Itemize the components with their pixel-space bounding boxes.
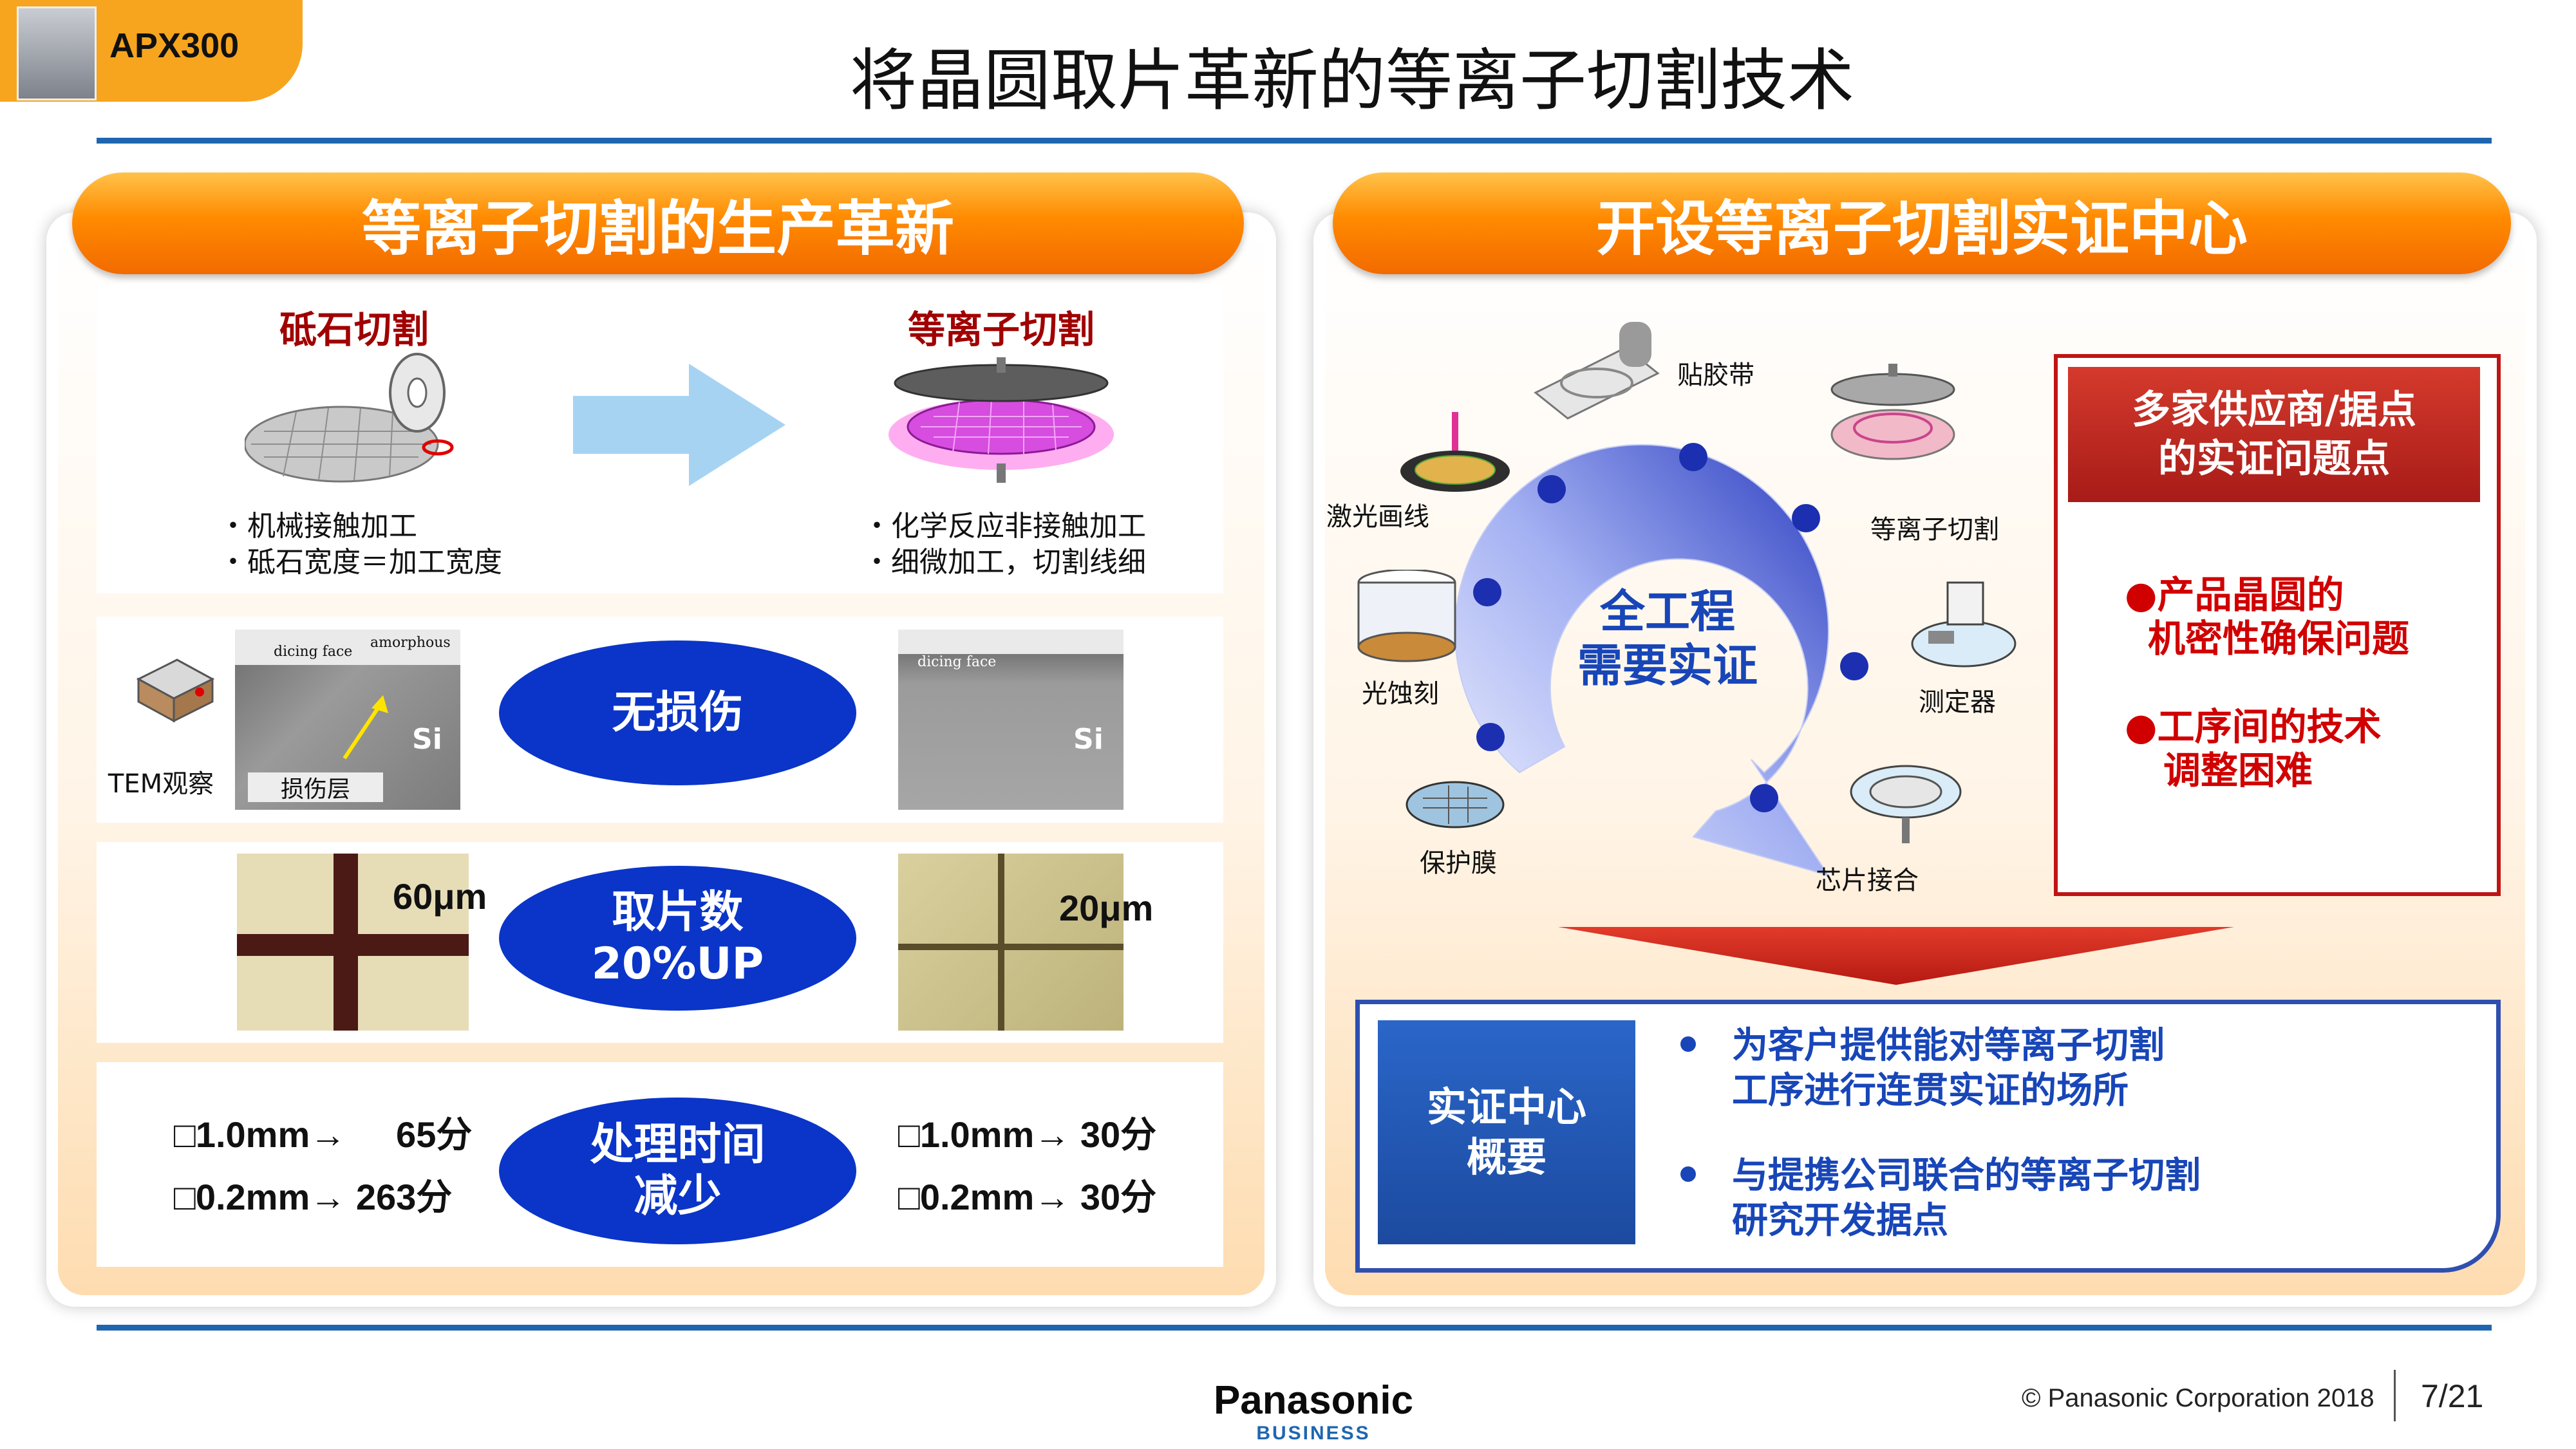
time-blade-1mm: □1.0mm→ 65分: [174, 1114, 473, 1155]
step-die-bonding-label: 芯片接合: [1816, 866, 1919, 895]
business-label: BUSINESS: [1256, 1423, 1371, 1444]
laser-scribe-icon: [1400, 412, 1510, 492]
issue-item-2-line2: 调整困难: [2163, 749, 2313, 792]
summary-bullet-1: 为客户提供能对等离子切割 工序进行连贯实证的场所: [1732, 1024, 2165, 1114]
left-panel-header: 等离子切割的生产革新: [72, 173, 1244, 274]
top-rule: [97, 138, 2492, 144]
time-reduction-badge: 处理时间 减少: [499, 1098, 856, 1244]
footer-divider: [2394, 1370, 2396, 1421]
tem-observation-label: TEM观察: [108, 769, 214, 799]
blade-dicing-illustration: [245, 353, 454, 483]
product-tag: APX300: [0, 0, 303, 102]
summary-bullet-2-line2: 研究开发据点: [1732, 1200, 1948, 1242]
bottom-rule: [97, 1325, 2492, 1331]
chip-package-icon: [136, 659, 215, 723]
cycle-center-line2: 需要实证: [1577, 639, 1758, 692]
step-measurement-label: 测定器: [1919, 687, 1996, 717]
yield-up-line1: 取片数: [612, 886, 744, 938]
die-bonding-icon: [1850, 765, 1962, 843]
summary-bullet-2-icon: [1680, 1166, 1696, 1182]
down-chevron-arrow: [1558, 927, 2234, 985]
summary-label-line1: 实证中心: [1426, 1083, 1586, 1130]
yield-up-badge: 取片数 20%UP: [499, 866, 856, 1011]
right-arrow-icon: [573, 364, 785, 486]
copyright: © Panasonic Corporation 2018: [2022, 1384, 2374, 1412]
summary-label: 实证中心 概要: [1378, 1020, 1635, 1244]
plasma-dicing-illustration: [888, 357, 1114, 483]
photo-etching-icon: [1357, 570, 1456, 662]
plasma-dicing-label: 等离子切割: [907, 308, 1095, 351]
plasma-dicer-icon: [1830, 364, 1955, 460]
plasma-dicing-notes: ・化学反应非接触加工 ・细微加工，切割线细: [863, 510, 1146, 579]
kerf-width-blade: 60μm: [393, 876, 487, 917]
blade-dicing-label: 砥石切割: [279, 308, 429, 351]
damage-layer-label: 损伤层: [248, 772, 383, 803]
tem-photo-plasma: dicing face Si: [898, 630, 1123, 810]
issues-header-line1: 多家供应商/据点: [2132, 388, 2416, 433]
issue-item-1-line2: 机密性确保问题: [2148, 617, 2410, 660]
step-laser-scribe-label: 激光画线: [1326, 502, 1429, 532]
no-damage-badge: 无损伤: [499, 640, 856, 785]
page-number: 7/21: [2421, 1378, 2484, 1414]
kerf-width-plasma: 20μm: [1059, 888, 1154, 928]
tem-photo-plasma-caption: dicing face: [917, 654, 997, 670]
tem-photo-blade: dicing face amorphous Si 损伤层: [235, 630, 460, 810]
cycle-center-line1: 全工程: [1600, 585, 1735, 638]
issue-item-2-line1: ●工序间的技术: [2125, 705, 2382, 749]
protective-film-icon: [1406, 781, 1505, 828]
summary-bullet-1-line1: 为客户提供能对等离子切割: [1732, 1025, 2165, 1067]
right-panel-header: 开设等离子切割实证中心: [1333, 173, 2511, 274]
measuring-instrument-icon: [1911, 581, 2017, 668]
tem-photo-plasma-si: Si: [1073, 723, 1104, 756]
issue-item-1: ●产品晶圆的 机密性确保问题: [2125, 573, 2409, 660]
time-plasma-1mm: □1.0mm→ 30分: [898, 1114, 1157, 1155]
step-plasma-dicing-label: 等离子切割: [1870, 515, 1999, 545]
tape-icon: [1534, 322, 1660, 420]
summary-bullet-1-line2: 工序进行连贯实证的场所: [1732, 1070, 2129, 1112]
tem-photo-blade-si: Si: [412, 723, 442, 756]
product-tag-label: APX300: [109, 26, 240, 65]
panasonic-logo: Panasonic: [1213, 1378, 1414, 1423]
summary-label-line2: 概要: [1466, 1134, 1547, 1181]
yield-up-line2: 20%UP: [591, 938, 764, 989]
equipment-thumbnail: [17, 6, 97, 100]
tem-photo-blade-amorphous: amorphous: [370, 635, 451, 651]
blade-dicing-notes: ・机械接触加工 ・砥石宽度＝加工宽度: [219, 510, 502, 579]
summary-bullet-2-line1: 与提携公司联合的等离子切割: [1732, 1155, 2201, 1197]
kerf-photo-blade: [237, 854, 469, 1031]
time-blade-02mm: □0.2mm→ 263分: [174, 1177, 453, 1217]
time-reduction-line2: 减少: [634, 1171, 722, 1222]
step-protective-film-label: 保护膜: [1420, 848, 1497, 878]
step-tape-label: 贴胶带: [1677, 360, 1754, 390]
issue-item-1-line1: ●产品晶圆的: [2125, 573, 2344, 617]
tem-photo-blade-caption: dicing face: [274, 644, 353, 660]
issue-item-2: ●工序间的技术 调整困难: [2125, 705, 2382, 792]
cycle-center-text: 全工程 需要实证: [1571, 584, 1764, 693]
page-title: 将晶圆取片革新的等离子切割技术: [849, 41, 1854, 120]
summary-bullet-1-icon: [1680, 1036, 1696, 1052]
summary-bullet-2: 与提携公司联合的等离子切割 研究开发据点: [1732, 1154, 2201, 1244]
time-plasma-02mm: □0.2mm→ 30分: [898, 1177, 1157, 1217]
damage-arrow-icon: [343, 695, 388, 760]
issues-header-line2: 的实证问题点: [2158, 436, 2390, 481]
time-reduction-line1: 处理时间: [590, 1119, 766, 1170]
kerf-photo-plasma: [898, 854, 1123, 1031]
issues-header: 多家供应商/据点 的实证问题点: [2068, 367, 2480, 502]
step-photo-etching-label: 光蚀刻: [1362, 679, 1439, 709]
process-cycle-diagram: [1454, 443, 1868, 877]
